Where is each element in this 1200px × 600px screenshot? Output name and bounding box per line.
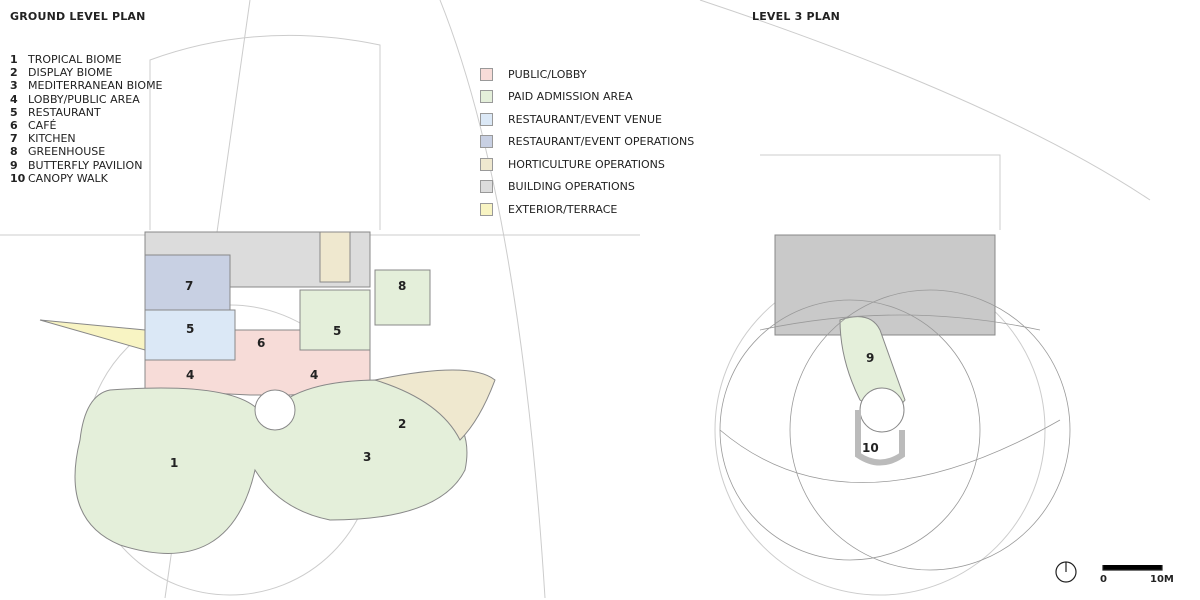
plan-label: 4 <box>186 368 195 382</box>
zone-legend: PUBLIC/LOBBY PAID ADMISSION AREA RESTAUR… <box>480 63 694 221</box>
legend-item: PUBLIC/LOBBY <box>480 63 694 86</box>
scale-bar <box>1102 565 1163 571</box>
legend-item: EXTERIOR/TERRACE <box>480 198 694 221</box>
level3-plan-title: LEVEL 3 PLAN <box>752 10 841 23</box>
legend-item: BUILDING OPERATIONS <box>480 176 694 199</box>
plan-label: 10 <box>862 441 879 455</box>
plan-label: 5 <box>333 324 342 338</box>
plan-label: 4 <box>310 368 319 382</box>
legend-item: PAID ADMISSION AREA <box>480 86 694 109</box>
legend-item: RESTAURANT/EVENT VENUE <box>480 108 694 131</box>
legend-item: HORTICULTURE OPERATIONS <box>480 153 694 176</box>
plan-label: 9 <box>866 351 875 365</box>
plan-label: 1 <box>170 456 179 470</box>
plan-label: 3 <box>363 450 372 464</box>
ground-plan-title: GROUND LEVEL PLAN <box>10 10 146 23</box>
scale-end: 10M <box>1150 574 1174 585</box>
scale-start: 0 <box>1100 574 1107 585</box>
legend-item: RESTAURANT/EVENT OPERATIONS <box>480 131 694 154</box>
plan-label: 5 <box>186 322 195 336</box>
plan-label: 7 <box>185 279 194 293</box>
plan-label: 2 <box>398 417 407 431</box>
plan-label: 6 <box>257 336 266 350</box>
north-arrow-icon <box>1055 561 1077 583</box>
plan-label: 8 <box>398 279 407 293</box>
